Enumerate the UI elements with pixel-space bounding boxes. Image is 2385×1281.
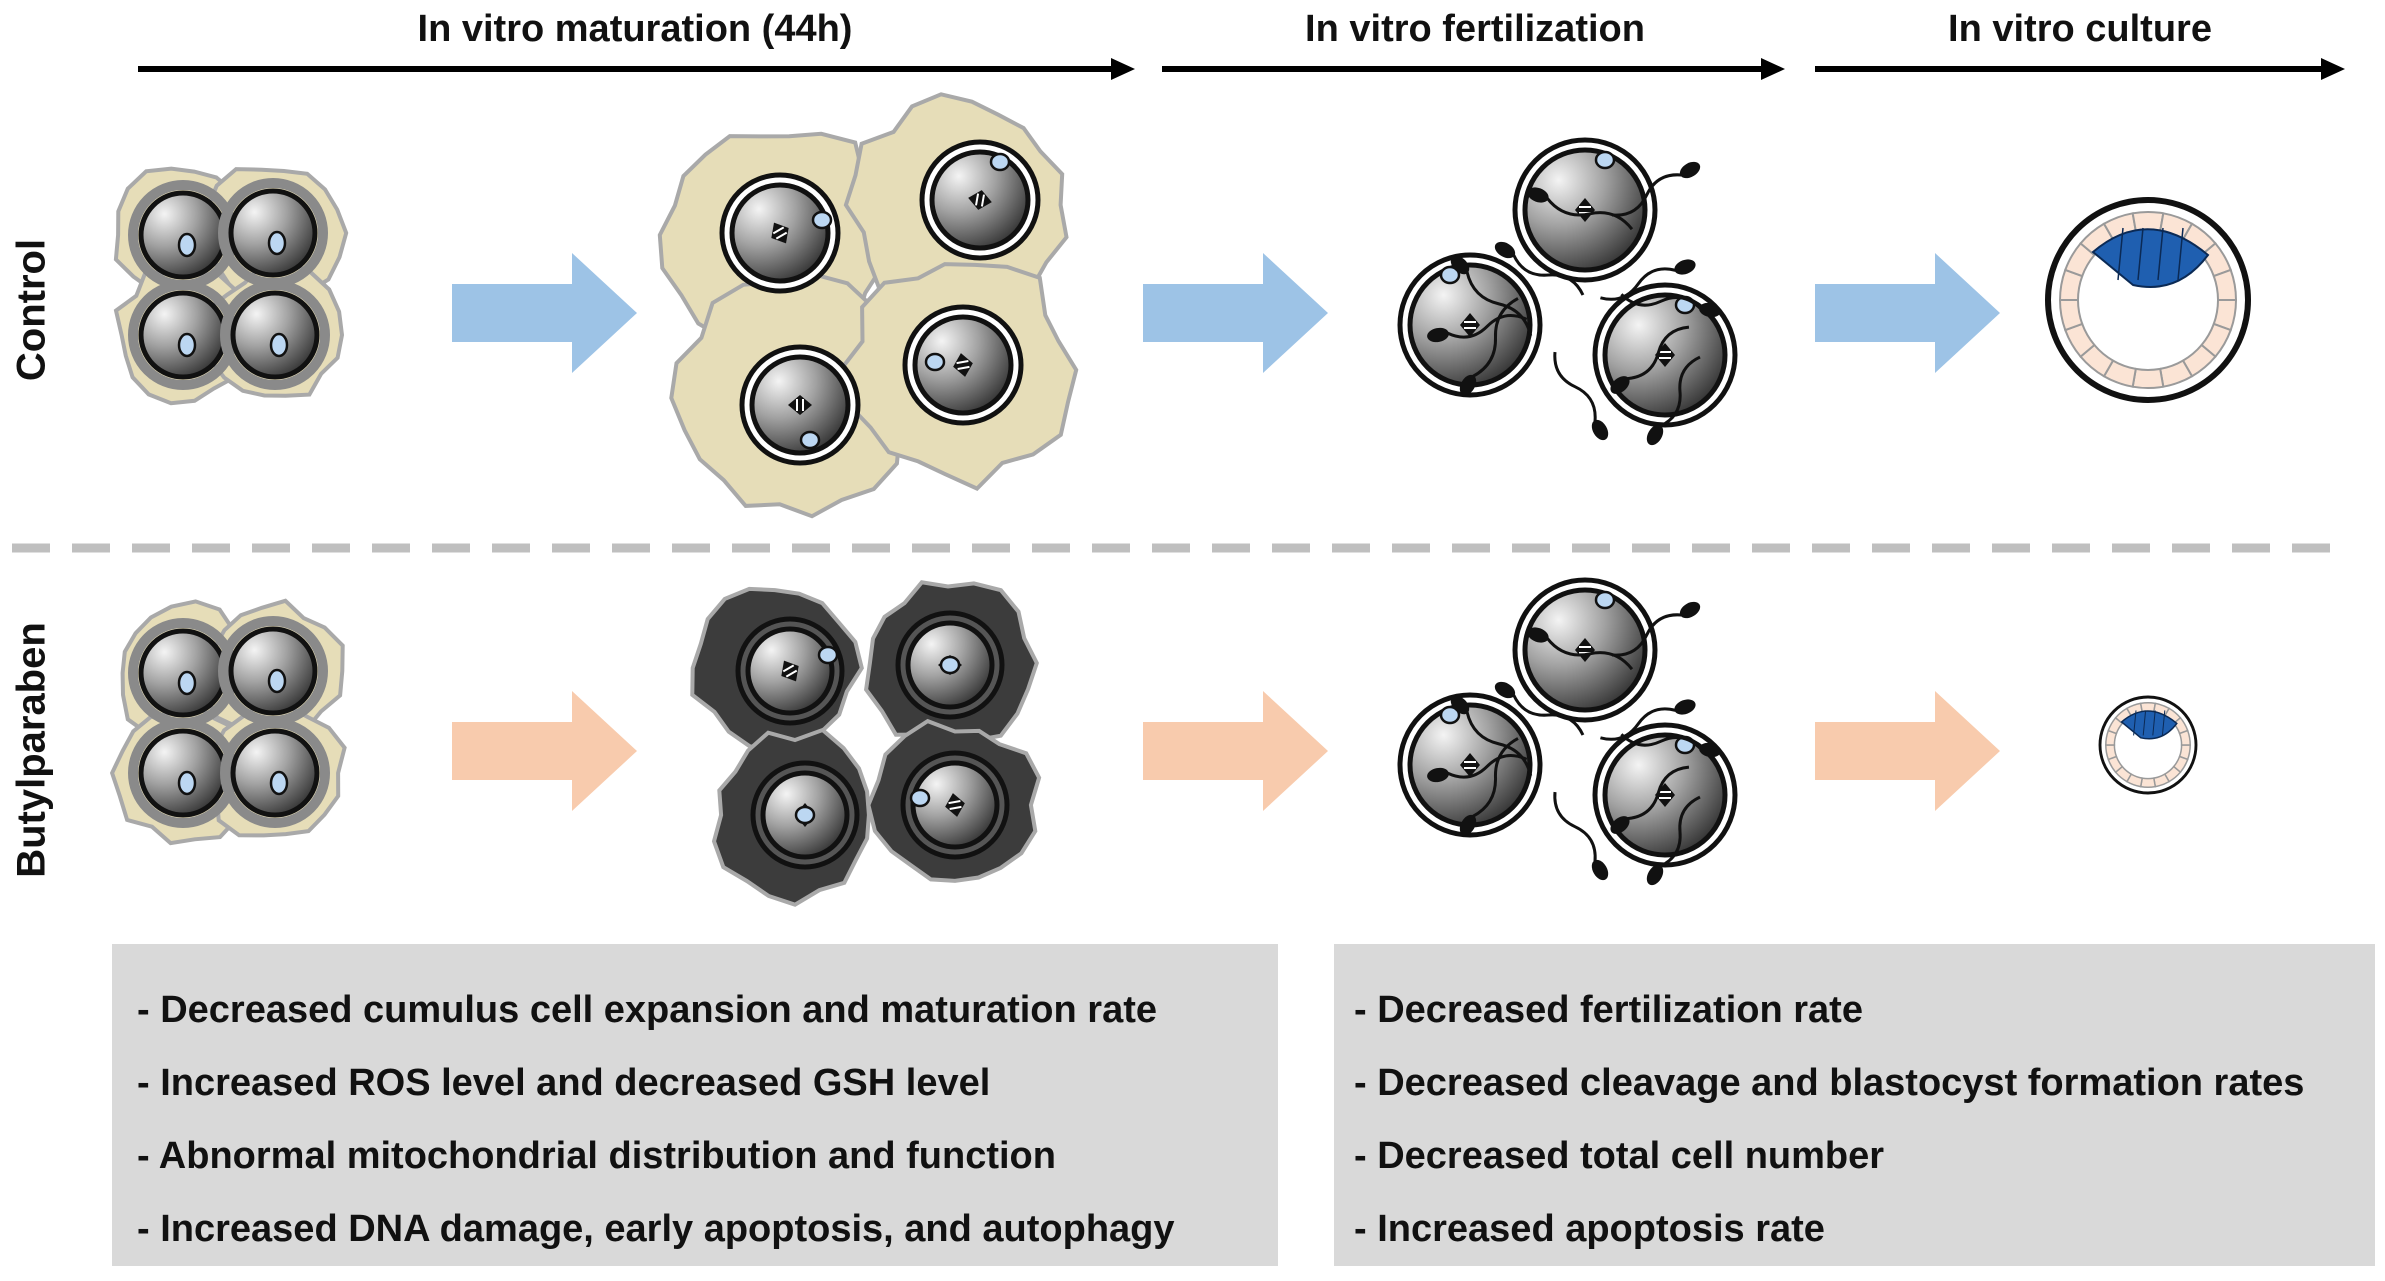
sperm-icon	[1610, 325, 1690, 394]
timeline	[138, 58, 2345, 80]
effects-box-maturation: - Decreased cumulus cell expansion and m…	[112, 944, 1278, 1266]
sperm-icon	[1427, 314, 1528, 343]
process-arrow-icon	[452, 691, 637, 811]
sperm-icon	[1553, 791, 1609, 881]
sperm-icon	[1450, 255, 1533, 337]
oocyte-icon	[750, 760, 860, 870]
sperm-icon	[1600, 699, 1696, 741]
row-label-control: Control	[9, 238, 54, 382]
sperm-icon	[1646, 795, 1701, 886]
effect-item: - Abnormal mitochondrial distribution an…	[137, 1135, 1056, 1177]
effect-item: - Increased ROS level and decreased GSH …	[137, 1062, 991, 1104]
process-arrow-icon	[452, 253, 637, 373]
oocyte-icon	[735, 616, 845, 726]
oocyte-icon	[739, 344, 861, 466]
oocyte-icon	[218, 616, 328, 726]
oocyte-icon	[128, 280, 238, 390]
oocyte-icon	[900, 750, 1010, 860]
oocyte-icon	[1397, 692, 1543, 838]
timeline-arrow-icon	[1815, 58, 2345, 80]
sperm-icon	[1459, 737, 1519, 836]
process-arrow-icon	[1815, 253, 2000, 373]
sperm-icon	[1600, 259, 1696, 301]
sperm-icon	[1646, 355, 1701, 446]
oocyte-icon	[895, 610, 1005, 720]
stage-title-ivc: In vitro culture	[1948, 8, 2212, 50]
effects-box-embryo: - Decreased fertilization rate - Decreas…	[1334, 944, 2375, 1266]
sperm-icon	[1610, 765, 1690, 834]
row-label-butylparaben: Butylparaben	[9, 622, 54, 878]
sperm-icon	[1553, 351, 1609, 441]
effect-item: - Increased apoptosis rate	[1354, 1208, 1825, 1250]
sperm-icon	[1611, 161, 1701, 217]
process-arrows	[452, 253, 2000, 811]
oocyte-icon	[220, 718, 330, 828]
blastocyst-icon	[2045, 197, 2251, 403]
oocyte-icon	[128, 718, 238, 828]
oocyte-icon	[128, 618, 238, 728]
oocyte-icon	[1592, 722, 1738, 868]
process-arrow-icon	[1143, 691, 1328, 811]
oocyte-icon	[1397, 252, 1543, 398]
sperm-icon	[1494, 681, 1585, 736]
sperm-icon	[1527, 187, 1634, 231]
sperm-icon	[1527, 627, 1634, 671]
effect-item: - Decreased cumulus cell expansion and m…	[137, 989, 1157, 1031]
oocyte-icon	[902, 304, 1024, 426]
sperm-icon	[1620, 293, 1721, 318]
timeline-arrow-icon	[1162, 58, 1785, 80]
oocyte-icon	[719, 172, 841, 294]
stage-title-ivf: In vitro fertilization	[1305, 8, 1645, 50]
sperm-icon	[1427, 754, 1528, 783]
oocyte-icon	[220, 280, 330, 390]
timeline-arrow-icon	[138, 58, 1135, 80]
stage-title-ivm: In vitro maturation (44h)	[417, 8, 853, 50]
effect-item: - Decreased total cell number	[1354, 1135, 1885, 1177]
effect-item: - Increased DNA damage, early apoptosis,…	[137, 1208, 1175, 1250]
oocyte-icon	[1512, 137, 1658, 283]
process-arrow-icon	[1143, 253, 1328, 373]
sperm-icon	[1494, 241, 1585, 296]
effect-item: - Decreased cleavage and blastocyst form…	[1354, 1062, 2305, 1104]
oocyte-icon	[919, 139, 1041, 261]
oocyte-icon	[128, 180, 238, 290]
sperm-icon	[1620, 733, 1721, 758]
process-arrow-icon	[1815, 691, 2000, 811]
blastocyst-icon	[2098, 695, 2198, 795]
sperm-icon	[1611, 601, 1701, 657]
oocyte-icon	[1512, 577, 1658, 723]
sperm-icon	[1450, 695, 1533, 777]
oocyte-icon	[1592, 282, 1738, 428]
cell-illustrations	[109, 92, 2251, 907]
oocyte-icon	[218, 178, 328, 288]
sperm-icon	[1459, 297, 1519, 396]
effect-item: - Decreased fertilization rate	[1354, 989, 1863, 1031]
